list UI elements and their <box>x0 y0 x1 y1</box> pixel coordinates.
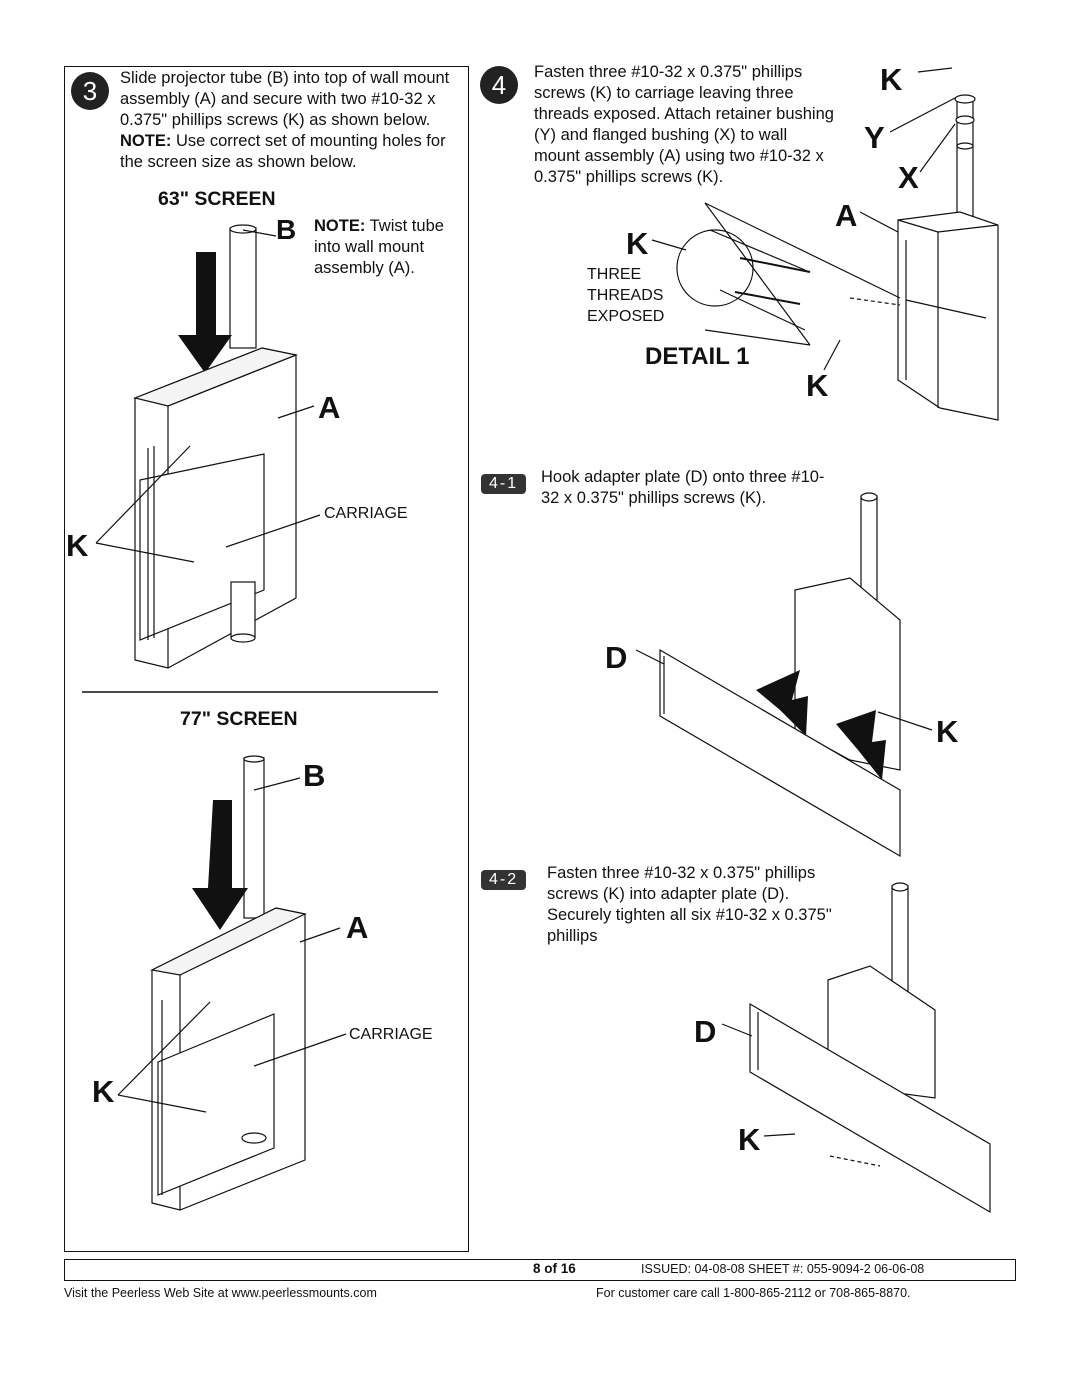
footer-website: Visit the Peerless Web Site at www.peerl… <box>64 1286 377 1300</box>
screen63-carriage-label: CARRIAGE <box>324 505 408 522</box>
step4-callout-x: X <box>898 160 919 195</box>
step3-note-text: Use correct set of mounting holes for th… <box>120 132 446 171</box>
detail-note: THREE THREADS EXPOSED <box>587 266 665 325</box>
screen77-heading: 77" SCREEN <box>180 708 298 730</box>
step4-text: Fasten three #10-32 x 0.375" phillips sc… <box>534 63 834 186</box>
screen63-heading: 63" SCREEN <box>158 188 276 210</box>
step4-callout-a: A <box>835 198 858 233</box>
step3-note-label: NOTE: <box>120 132 172 150</box>
step3-number: 3 <box>71 72 109 110</box>
screen77-callout-b: B <box>303 758 326 793</box>
step4-2-callout-k: K <box>738 1122 761 1157</box>
step4-number: 4 <box>480 66 518 104</box>
screen77-illustration <box>117 755 347 1211</box>
step4-2-text: Fasten three #10-32 x 0.375" phillips sc… <box>547 864 832 945</box>
step4-1-text: Hook adapter plate (D) onto three #10-32… <box>541 468 825 507</box>
screen77-callout-a: A <box>346 910 369 945</box>
detail-callout-k: K <box>626 226 649 261</box>
footer-customer-care: For customer care call 1-800-865-2112 or… <box>596 1286 911 1300</box>
footer-bar <box>64 1259 1016 1281</box>
step4-2-illustration <box>721 882 991 1214</box>
step4-1-label: 4-1 <box>481 474 527 494</box>
screen63-note-label: NOTE: <box>314 217 366 235</box>
step3-text: Slide projector tube (B) into top of wal… <box>120 69 450 129</box>
step4-illustration <box>651 67 999 421</box>
footer-issued: ISSUED: 04-08-08 SHEET #: 055-9094-2 06-… <box>641 1262 925 1276</box>
step4-2-callout-d: D <box>694 1014 717 1049</box>
step4-callout-y: Y <box>864 120 885 155</box>
screen63-note: NOTE: Twist tube into wall mount assembl… <box>314 216 464 279</box>
screen77-carriage-label: CARRIAGE <box>349 1026 433 1043</box>
step4-1-callout-k: K <box>936 714 959 749</box>
screen63-callout-b: B <box>276 214 297 245</box>
step3-panel <box>64 66 469 1252</box>
step4-callout-k-bottom: K <box>806 368 829 403</box>
detail-title: DETAIL 1 <box>645 343 750 370</box>
step4-1-callout-d: D <box>605 640 628 675</box>
step4-2-label: 4-2 <box>481 870 527 890</box>
screen77-callout-k: K <box>92 1074 115 1109</box>
screen63-callout-a: A <box>318 390 341 425</box>
step4-callout-k-top: K <box>880 62 903 97</box>
footer-page: 8 of 16 <box>533 1261 576 1276</box>
screen63-callout-k: K <box>66 528 89 563</box>
screen63-note-text: Twist tube into wall mount assembly (A). <box>314 217 444 277</box>
step4-1-illustration <box>635 492 933 858</box>
screen63-illustration <box>95 224 321 669</box>
step3-instructions: Slide projector tube (B) into top of wal… <box>120 68 470 173</box>
